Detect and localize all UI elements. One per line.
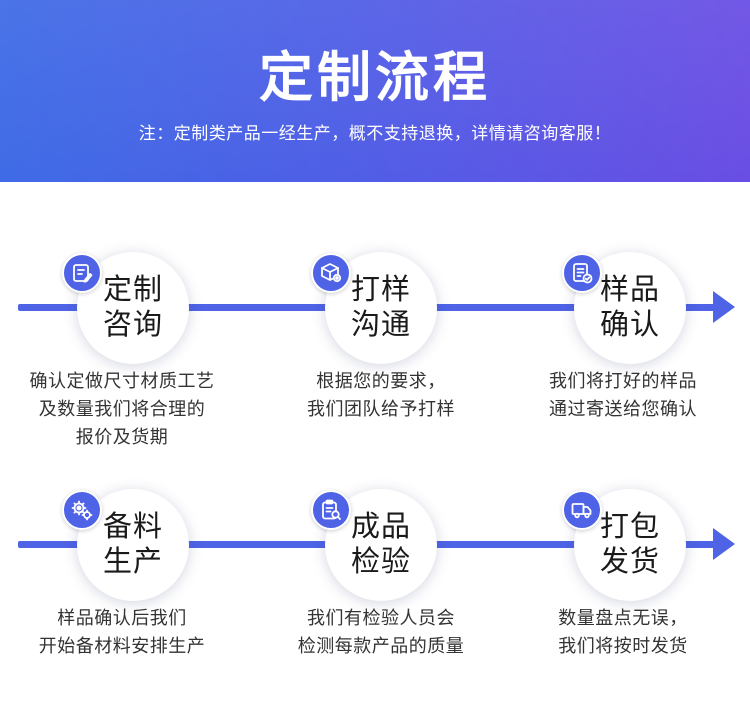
document-check-icon xyxy=(562,253,602,293)
step-label: 成品 检验 xyxy=(325,509,437,579)
step-desc-3: 我们将打好的样品 通过寄送给您确认 xyxy=(508,368,738,424)
step-label: 打样 沟通 xyxy=(325,272,437,342)
step-desc-4: 样品确认后我们 开始备材料安排生产 xyxy=(7,605,237,661)
step-label: 样品 确认 xyxy=(574,272,686,342)
step-label-line2: 检验 xyxy=(350,544,411,578)
desc-line: 我们团队给予打样 xyxy=(307,399,455,420)
step-label-line1: 打包 xyxy=(599,509,660,543)
delivery-truck-icon xyxy=(562,490,602,530)
design-brush-icon xyxy=(62,253,102,293)
step-desc-1: 确认定做尺寸材质工艺 及数量我们将合理的 报价及货期 xyxy=(7,368,237,452)
step-label-line2: 发货 xyxy=(599,544,660,578)
header-banner: 定制流程 注：定制类产品一经生产，概不支持退换，详情请咨询客服！ xyxy=(0,0,750,182)
step-desc-2: 根据您的要求， 我们团队给予打样 xyxy=(266,368,496,424)
page-title: 定制流程 xyxy=(259,46,491,109)
desc-line: 报价及货期 xyxy=(75,427,169,448)
desc-line: 我们将按时发货 xyxy=(558,636,688,657)
desc-line: 我们将打好的样品 xyxy=(549,371,697,392)
step-label-line2: 确认 xyxy=(599,307,660,341)
step-label: 备料 生产 xyxy=(77,509,189,579)
clipboard-inspect-icon xyxy=(311,490,351,530)
desc-line: 我们有检验人员会 xyxy=(307,608,455,629)
timeline-arrow-row1 xyxy=(713,291,735,323)
step-label-line1: 备料 xyxy=(102,509,163,543)
desc-line: 样品确认后我们 xyxy=(57,608,187,629)
box-settings-icon xyxy=(311,253,351,293)
step-label: 定制 咨询 xyxy=(77,272,189,342)
gears-icon xyxy=(62,490,102,530)
desc-line: 根据您的要求， xyxy=(316,371,446,392)
step-label-line2: 沟通 xyxy=(350,307,411,341)
step-label-line2: 生产 xyxy=(102,544,163,578)
step-label-line1: 样品 xyxy=(599,272,660,306)
step-circle-6: 打包 发货 xyxy=(574,489,686,601)
header-notice: 注：定制类产品一经生产，概不支持退换，详情请咨询客服！ xyxy=(138,124,612,144)
step-desc-6: 数量盘点无误， 我们将按时发货 xyxy=(508,605,738,661)
desc-line: 检测每款产品的质量 xyxy=(297,636,465,657)
desc-line: 数量盘点无误， xyxy=(558,608,688,629)
step-desc-5: 我们有检验人员会 检测每款产品的质量 xyxy=(266,605,496,661)
desc-line: 及数量我们将合理的 xyxy=(38,399,206,420)
timeline-arrow-row2 xyxy=(713,528,735,560)
desc-line: 确认定做尺寸材质工艺 xyxy=(29,371,215,392)
step-label-line1: 成品 xyxy=(350,509,411,543)
step-label: 打包 发货 xyxy=(574,509,686,579)
desc-line: 通过寄送给您确认 xyxy=(549,399,697,420)
desc-line: 开始备材料安排生产 xyxy=(38,636,206,657)
step-label-line1: 打样 xyxy=(350,272,411,306)
step-label-line1: 定制 xyxy=(102,272,163,306)
step-label-line2: 咨询 xyxy=(102,307,163,341)
